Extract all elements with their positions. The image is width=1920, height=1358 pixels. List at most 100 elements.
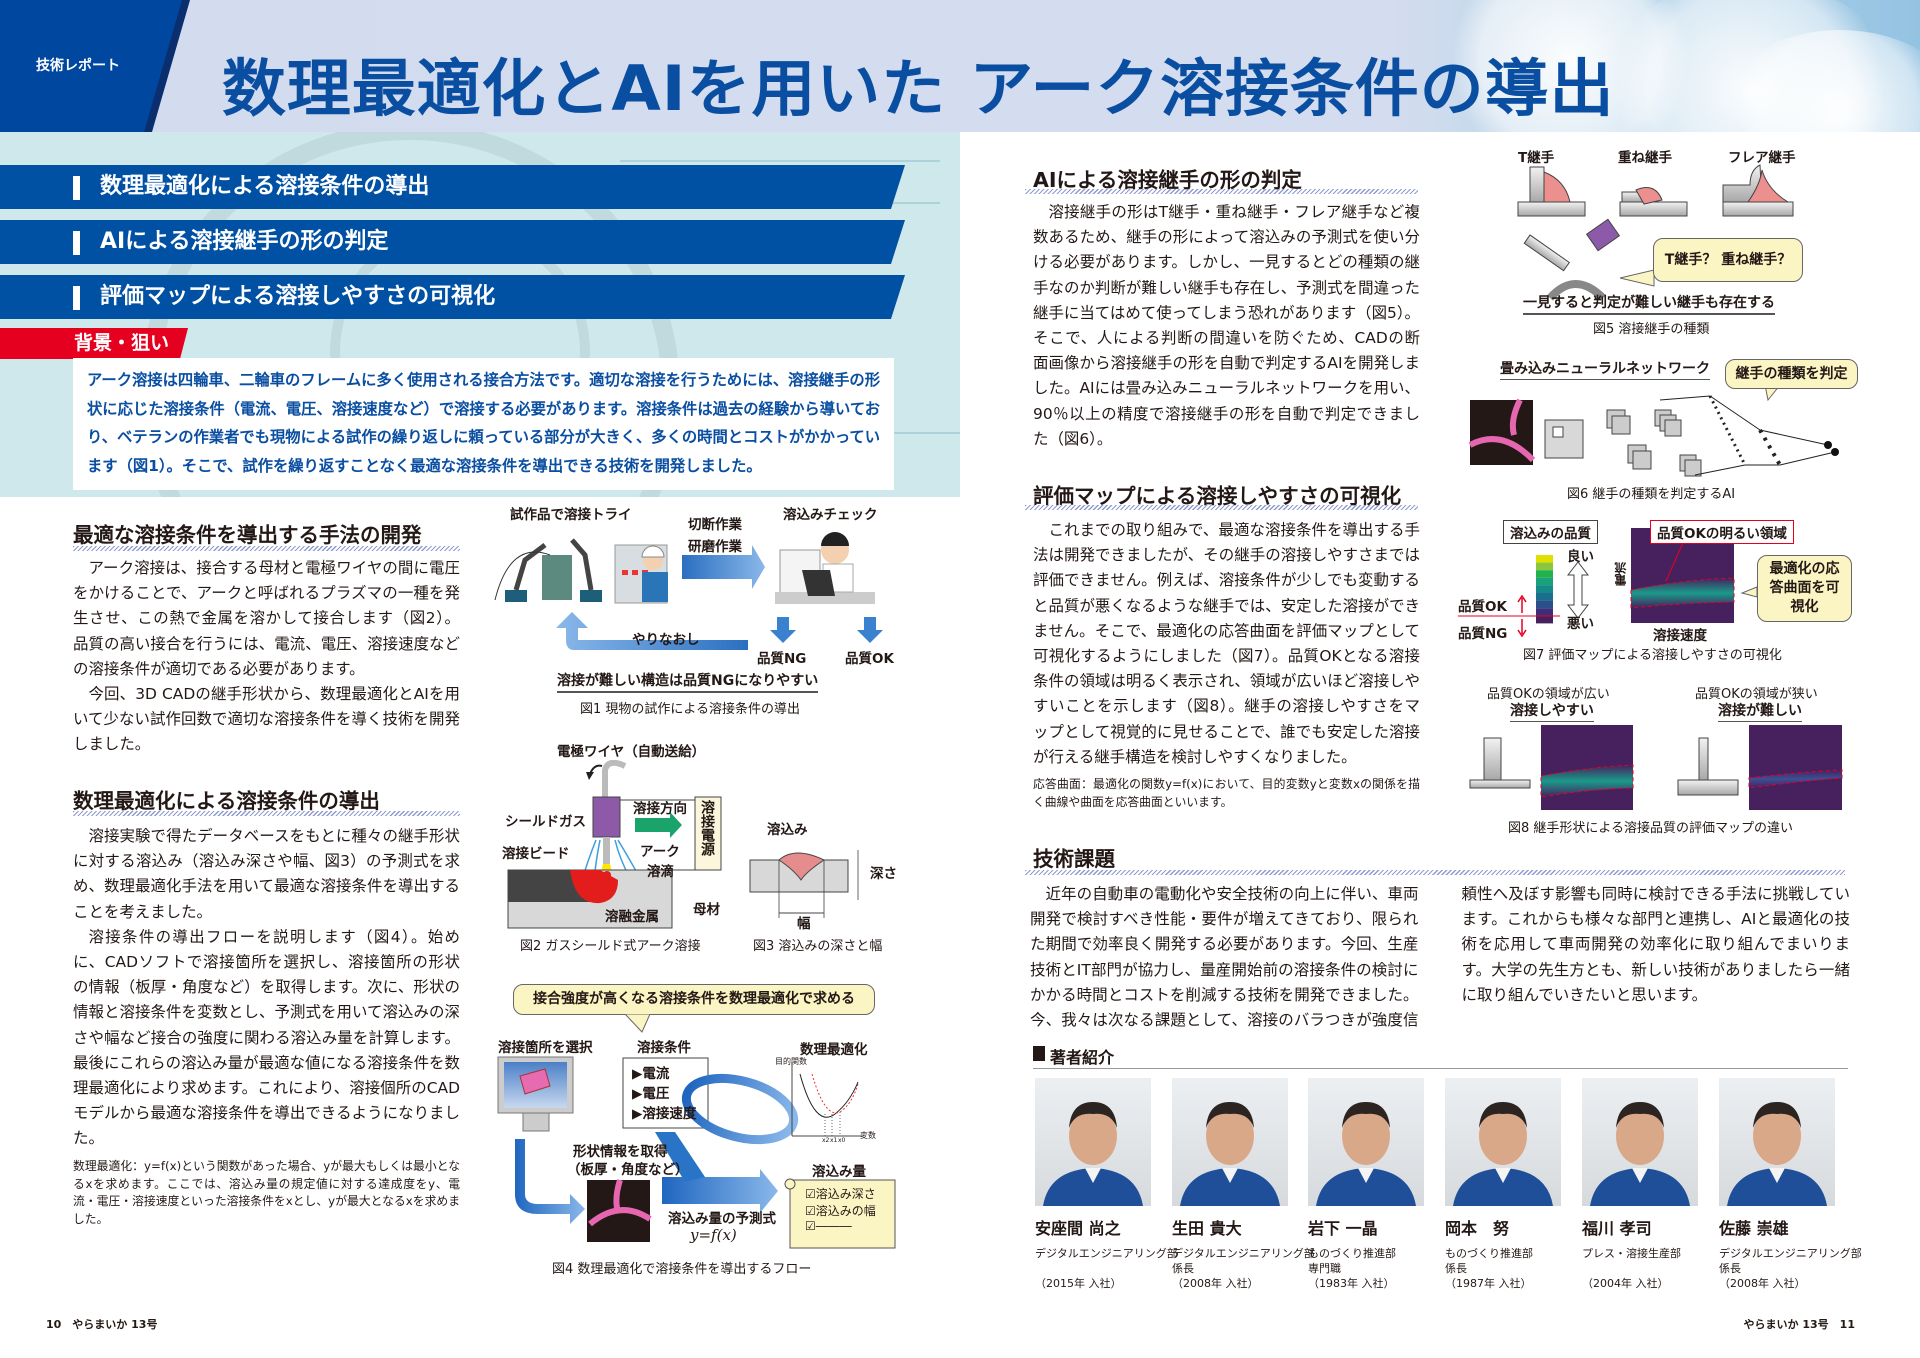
avatar [1582, 1078, 1698, 1206]
fig1-trial-label: 試作品で溶接トライ [510, 507, 632, 523]
fig5-t-joint-label: T継手 [1518, 150, 1555, 166]
colorbar-swatch [1536, 577, 1553, 586]
fig2-wire-label: 電極ワイヤ（自動送給） [557, 744, 706, 760]
map-section-heading: 評価マップによる溶接しやすさの可視化 [1033, 484, 1402, 508]
page-title: 数理最適化とAIを用いた アーク溶接条件の導出 [222, 52, 1615, 125]
author-card: 岩下 一晶ものづくり推進部専門職（1983年 入社） [1308, 1078, 1438, 1291]
topic-bar-map: 評価マップによる溶接しやすさの可視化 [0, 275, 905, 319]
avatar [1035, 1078, 1151, 1206]
fig5-caption: 図5 溶接継手の種類 [1593, 322, 1710, 337]
paragraph: 溶接条件の導出フローを説明します（図4）。始めに、CADソフトで溶接箇所を選択し… [73, 927, 460, 1148]
narrow-joint-icon [1677, 737, 1739, 796]
fig7-y-axis-label: 電流 [1614, 562, 1628, 586]
author-name: 福川 孝司 [1582, 1219, 1652, 1238]
fig5-lap-joint-label: 重ね継手 [1618, 150, 1672, 166]
author-department: ものづくり推進部 [1445, 1247, 1533, 1260]
fig2-caption: 図2 ガスシールド式アーク溶接 [520, 939, 701, 954]
fig5-fig6-illustration [1468, 164, 1839, 477]
background-text: アーク溶接は四輪車、二輪車のフレームに多く使用される接合方法です。適切な溶接を行… [73, 358, 894, 490]
author-name: 岩下 一晶 [1308, 1219, 1378, 1238]
fig4-check-item: ☑溶込み深さ [805, 1187, 876, 1201]
author-department: ものづくり推進部 [1308, 1247, 1396, 1260]
colorbar-swatch [1536, 608, 1553, 616]
worried-worker-icon [775, 532, 875, 604]
topic-bar-optimization: 数理最適化による溶接条件の導出 [0, 165, 905, 209]
avatar [1445, 1078, 1561, 1206]
tech-section-heading: 技術課題 [1033, 847, 1115, 871]
fig4-check-item: ☑――― [805, 1219, 852, 1233]
author-card: 福川 孝司プレス・溶接生産部 （2004年 入社） [1582, 1078, 1712, 1291]
fig4-select-label: 溶接箇所を選択 [498, 1040, 593, 1056]
colorbar-swatch [1536, 562, 1553, 571]
author-name: 佐藤 崇雄 [1719, 1219, 1789, 1238]
fig2-fig3-illustration [507, 760, 859, 929]
direction-arrow-icon [635, 812, 682, 838]
author-department: デジタルエンジニアリング部 [1719, 1247, 1862, 1260]
paragraph: 溶接継手の形はT継手・重ね継手・フレア継手など複数あるため、継手の形によって溶込… [1033, 203, 1420, 448]
ai-section-heading: AIによる溶接継手の形の判定 [1033, 168, 1302, 192]
fig1-check-label: 溶込みチェック [783, 507, 878, 523]
fig7-ng-label: 品質NG [1458, 626, 1508, 642]
lap-joint-icon [1619, 187, 1688, 217]
fig6-network-label: 畳み込みニューラルネットワーク [1500, 358, 1710, 380]
author-title: 係長 [1445, 1262, 1467, 1275]
fig4-x-tick: x0 [838, 1137, 846, 1144]
paragraph: 溶接実験で得たデータベースをもとに種々の継手形状に対する溶込み（溶込み深さや幅、… [73, 827, 460, 921]
paragraph: 今回、3D CADの継手形状から、数理最適化とAIを用いて少ない試作回数で適切な… [73, 685, 460, 754]
fig4-shape-info-detail: （板厚・角度など） [567, 1162, 689, 1178]
arrow-down-icon [857, 617, 883, 643]
avatar [1719, 1078, 1835, 1206]
fig1-work2-label: 研磨作業 [688, 539, 742, 555]
quality-colorbar [1536, 555, 1553, 624]
fig2-molten-label: 溶融金属 [605, 909, 659, 925]
author-department: プレス・溶接生産部 [1582, 1247, 1681, 1260]
welding-robots-icon [494, 538, 602, 602]
torch-icon [1585, 218, 1621, 252]
author-title: 係長 [1719, 1262, 1741, 1275]
heading-underline [1025, 505, 1418, 510]
author-title: 係長 [1172, 1262, 1194, 1275]
fig1-work1-label: 切断作業 [688, 517, 742, 533]
avatar [1308, 1078, 1424, 1206]
author-name: 安座間 尚之 [1035, 1219, 1121, 1238]
heading-marker [1033, 1046, 1045, 1061]
optimization-graph [791, 1062, 862, 1137]
fig2-shield-gas-label: シールドガス [505, 814, 586, 830]
heading-underline [73, 811, 460, 816]
footer-left: 10 やらまいか 13号 [46, 1318, 158, 1331]
author-name: 生田 貴大 [1172, 1219, 1242, 1238]
fig7-x-axis-label: 溶接速度 [1653, 628, 1707, 644]
avatar [1172, 1078, 1288, 1206]
fig4-optimization-title: 数理最適化 [800, 1042, 868, 1058]
double-arrow-icon [1566, 561, 1590, 619]
fig8-wide-label: 品質OKの領域が広い [1487, 687, 1610, 702]
fig4-amount-title: 溶込み量 [812, 1164, 866, 1180]
torch-icon [592, 796, 621, 838]
loop-arrow-icon [681, 1073, 799, 1145]
colorbar-swatch [1536, 585, 1553, 593]
fig3-penetration-label: 溶込み [767, 822, 808, 838]
t-joint-icon [1517, 166, 1586, 217]
arrow-right-icon [682, 545, 765, 589]
fig2-direction-label: 溶接方向 [633, 801, 687, 817]
section2-body: 溶接実験で得たデータベースをもとに種々の継手形状に対する溶込み（溶込み深さや幅、… [73, 824, 460, 1152]
fig7-good-label: 良い [1567, 549, 1594, 565]
ai-section-body: 溶接継手の形はT継手・重ね継手・フレア継手など複数あるため、継手の形によって溶込… [1033, 200, 1420, 452]
author-joined: （2004年 入社） [1582, 1277, 1669, 1290]
fig8-wide-verdict: 溶接しやすい [1510, 700, 1594, 722]
fig4-formula: y=f(x) [690, 1226, 737, 1244]
paragraph: これまでの取り組みで、最適な溶接条件を導出する手法は開発できましたが、その継手の… [1033, 521, 1420, 766]
fig4-caption: 図4 数理最適化で溶接条件を導出するフロー [552, 1262, 812, 1277]
fig6-callout: 継手の種類を判定 [1725, 359, 1858, 389]
fig5-flare-joint-label: フレア継手 [1728, 150, 1796, 166]
operator-icon [614, 544, 668, 604]
fig6-caption: 図6 継手の種類を判定するAI [1567, 487, 1736, 502]
title-banner [0, 0, 1920, 200]
fig4-illustration [497, 1014, 896, 1249]
cnn-diagram [1468, 395, 1839, 477]
author-joined: （2008年 入社） [1172, 1277, 1259, 1290]
fig2-arc-label: アーク [640, 844, 680, 860]
section1-heading: 最適な溶接条件を導出する手法の開発 [73, 523, 422, 547]
monitor-icon [497, 1056, 574, 1132]
fig4-formula-title: 溶込み量の予測式 [668, 1211, 776, 1227]
